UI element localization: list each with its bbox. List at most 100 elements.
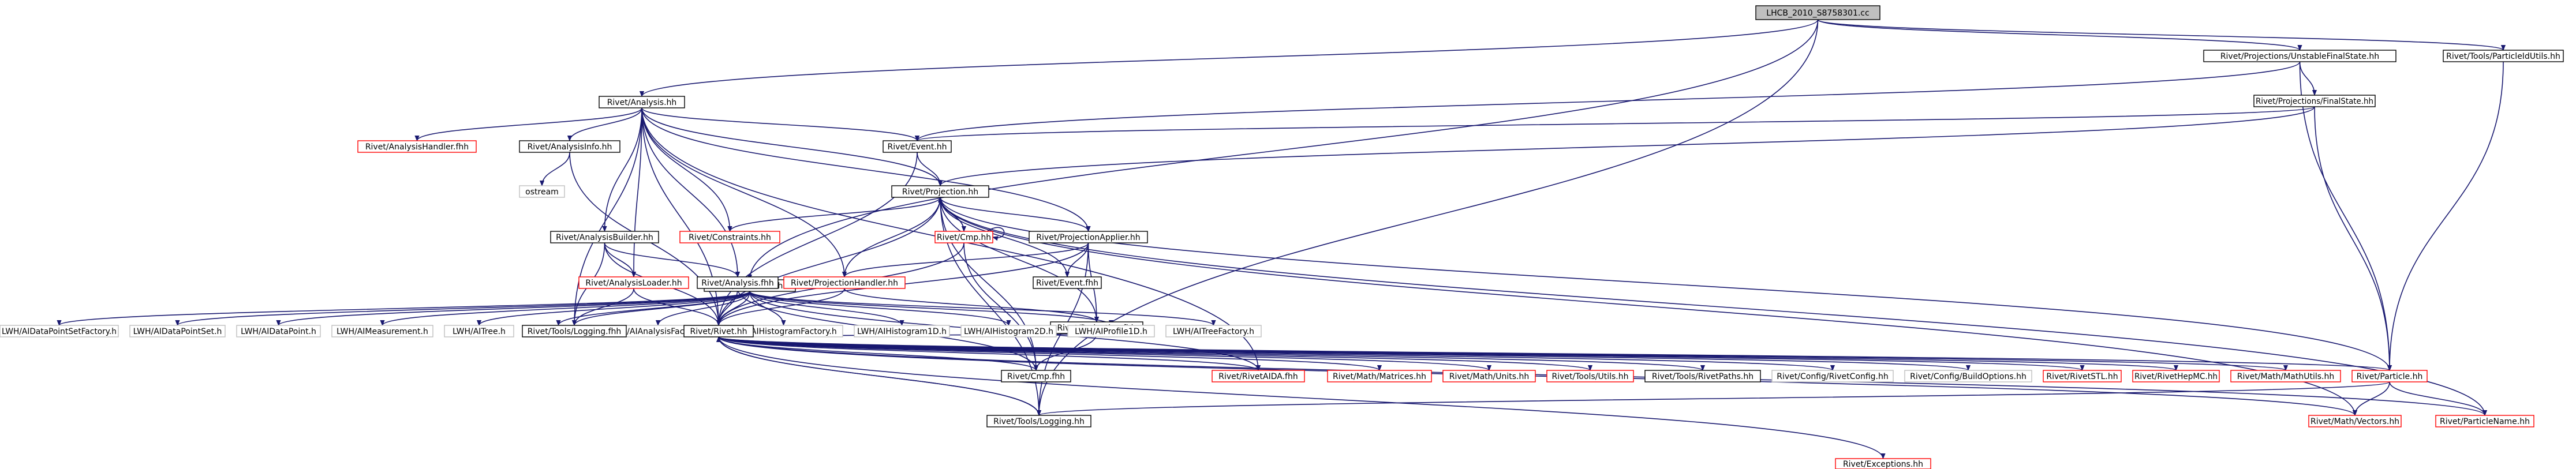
- node-eventfhh[interactable]: Rivet/Event.fhh: [1033, 276, 1102, 289]
- node-analysisbuilder[interactable]: Rivet/AnalysisBuilder.hh: [550, 231, 659, 243]
- node-matrices[interactable]: Rivet/Math/Matrices.hh: [1327, 370, 1432, 382]
- edge-rivetaida-to-p1: [749, 291, 1111, 326]
- edge-rivethh-to-stl: [718, 336, 2083, 371]
- nodes-layer: LHCB_2010_S8758301.ccRivet/RivetAIDA.hhR…: [0, 5, 2564, 469]
- node-box: [1546, 370, 1634, 382]
- node-cmpfhh[interactable]: Rivet/Cmp.fhh: [1001, 370, 1071, 382]
- node-label: LHCB_2010_S8758301.cc: [1766, 9, 1869, 18]
- edge-projapplier-to-projhandler: [844, 242, 1089, 277]
- node-analysis[interactable]: Rivet/Analysis.hh: [599, 96, 685, 108]
- node-dp[interactable]: LWH/AIDataPoint.h: [236, 325, 321, 337]
- node-label: Rivet/ProjectionHandler.hh: [791, 279, 898, 288]
- edge-finalstate-to-event: [917, 106, 2315, 141]
- edge-finalstate-to-particle: [2314, 106, 2390, 370]
- node-h1[interactable]: LWH/AIHistogram1D.h: [854, 325, 950, 337]
- node-label: LWH/AIHistogramFactory.h: [730, 327, 836, 336]
- node-tf[interactable]: LWH/AITreeFactory.h: [1165, 325, 1262, 337]
- node-analysishandler[interactable]: Rivet/AnalysisHandler.fhh: [357, 140, 477, 153]
- node-event[interactable]: Rivet/Event.hh: [883, 140, 952, 153]
- node-units[interactable]: Rivet/Math/Units.hh: [1442, 370, 1536, 382]
- node-label: Rivet/Event.hh: [887, 142, 947, 152]
- edge-event-to-rivethh: [719, 152, 918, 325]
- node-box: [519, 140, 620, 153]
- node-exceptions[interactable]: Rivet/Exceptions.hh: [1835, 458, 1931, 469]
- node-pname[interactable]: Rivet/ParticleName.hh: [2435, 415, 2534, 427]
- node-rivetaidafhh[interactable]: Rivet/RivetAIDA.fhh: [1212, 370, 1305, 382]
- node-box: [1755, 5, 1880, 20]
- node-analysisloader[interactable]: Rivet/AnalysisLoader.hh: [578, 276, 689, 289]
- node-box: [1165, 325, 1262, 337]
- node-ostream[interactable]: ostream: [519, 185, 565, 198]
- node-box: [599, 96, 685, 108]
- node-projapplier[interactable]: Rivet/ProjectionApplier.hh: [1029, 231, 1148, 243]
- node-label: Rivet/Projections/FinalState.hh: [2256, 97, 2373, 106]
- node-dpsf[interactable]: LWH/AIDataPointSetFactory.h: [0, 325, 119, 337]
- edge-projection-to-constraints: [730, 197, 941, 232]
- node-label: Rivet/Cmp.hh: [937, 233, 991, 242]
- node-hepmc[interactable]: Rivet/RivetHepMC.hh: [2132, 370, 2220, 382]
- edge-rivethh-to-particle: [718, 336, 2390, 371]
- node-label: Rivet/Exceptions.hh: [1843, 460, 1923, 469]
- edge-rivethh-to-mathutils: [718, 336, 2286, 371]
- edge-projection-to-projfhh: [940, 197, 1097, 322]
- edge-pidutils-to-particle: [2390, 61, 2504, 370]
- node-rivethh[interactable]: Rivet/Rivet.hh: [683, 325, 754, 337]
- node-pidutils[interactable]: Rivet/Tools/ParticleIdUtils.hh: [2443, 50, 2564, 62]
- node-box: [1327, 370, 1432, 382]
- node-label: Rivet/AnalysisBuilder.hh: [556, 233, 653, 242]
- node-label: Rivet/AnalysisHandler.fhh: [365, 142, 469, 152]
- node-box: [1067, 325, 1155, 337]
- node-box: [783, 276, 906, 289]
- node-finalstate[interactable]: Rivet/Projections/FinalState.hh: [2253, 95, 2376, 107]
- edge-root-to-unstable: [1817, 19, 2300, 51]
- node-tree[interactable]: LWH/AITree.h: [444, 325, 514, 337]
- node-label: Rivet/RivetSTL.hh: [2046, 372, 2118, 381]
- node-label: Rivet/RivetAIDA.fhh: [1218, 372, 1298, 381]
- node-label: ostream: [525, 187, 559, 197]
- edge-finalstate-to-projection: [940, 106, 2315, 186]
- node-hf[interactable]: LWH/AIHistogramFactory.h: [724, 325, 843, 337]
- node-meas[interactable]: LWH/AIMeasurement.h: [331, 325, 433, 337]
- node-p1[interactable]: LWH/AIProfile1D.h: [1067, 325, 1155, 337]
- node-box: [2443, 50, 2564, 62]
- node-box: [331, 325, 433, 337]
- edge-rivetaida-to-rivethh: [719, 291, 750, 326]
- node-label: Rivet/Event.fhh: [1036, 279, 1098, 288]
- edge-logging-to-rivethh: [719, 337, 1040, 416]
- node-box: [679, 231, 780, 243]
- edge-rivethh-to-vectors: [718, 336, 2355, 416]
- node-label: Rivet/Projection.hh: [902, 187, 978, 197]
- node-particle[interactable]: Rivet/Particle.hh: [2351, 370, 2428, 382]
- node-projhandler[interactable]: Rivet/ProjectionHandler.hh: [783, 276, 906, 289]
- node-dps[interactable]: LWH/AIDataPointSet.h: [129, 325, 226, 337]
- node-utils[interactable]: Rivet/Tools/Utils.hh: [1546, 370, 1634, 382]
- node-rivetpaths[interactable]: Rivet/Tools/RivetPaths.hh: [1644, 370, 1761, 382]
- node-unstable[interactable]: Rivet/Projections/UnstableFinalState.hh: [2203, 50, 2396, 62]
- node-label: Rivet/Rivet.hh: [690, 327, 747, 336]
- node-label: LWH/AIMeasurement.h: [337, 327, 428, 336]
- node-rivetconfig[interactable]: Rivet/Config/RivetConfig.hh: [1771, 370, 1894, 382]
- node-projection[interactable]: Rivet/Projection.hh: [891, 185, 989, 198]
- node-mathutils[interactable]: Rivet/Math/MathUtils.hh: [2230, 370, 2341, 382]
- node-analysisinfo[interactable]: Rivet/AnalysisInfo.hh: [519, 140, 620, 153]
- node-vectors[interactable]: Rivet/Math/Vectors.hh: [2308, 415, 2402, 427]
- node-buildoptions[interactable]: Rivet/Config/BuildOptions.hh: [1904, 370, 2032, 382]
- node-label: Rivet/ParticleName.hh: [2440, 417, 2530, 426]
- node-label: LWH/AIDataPoint.h: [241, 327, 316, 336]
- edge-rivetaida-to-af: [658, 291, 750, 326]
- node-analysisfhh[interactable]: Rivet/Analysis.fhh: [697, 276, 779, 289]
- node-h2[interactable]: LWH/AIHistogram2D.h: [960, 325, 1057, 337]
- node-toolslogfhh[interactable]: Rivet/Tools/Logging.fhh: [522, 325, 627, 337]
- edge-rivetaida-to-toolslogfhh: [574, 291, 750, 326]
- edge-rivethh-to-exceptions: [718, 336, 1883, 459]
- node-cmphh[interactable]: Rivet/Cmp.hh: [934, 231, 993, 243]
- node-label: Rivet/Analysis.hh: [607, 98, 677, 107]
- edge-projection-to-eventfhh: [940, 197, 1067, 277]
- node-box: [960, 325, 1057, 337]
- node-constraints[interactable]: Rivet/Constraints.hh: [679, 231, 780, 243]
- edge-analysis-to-projection: [641, 107, 940, 186]
- node-logging[interactable]: Rivet/Tools/Logging.hh: [986, 415, 1091, 427]
- node-box: [0, 325, 119, 337]
- node-root[interactable]: LHCB_2010_S8758301.cc: [1755, 5, 1880, 20]
- node-stl[interactable]: Rivet/RivetSTL.hh: [2043, 370, 2122, 382]
